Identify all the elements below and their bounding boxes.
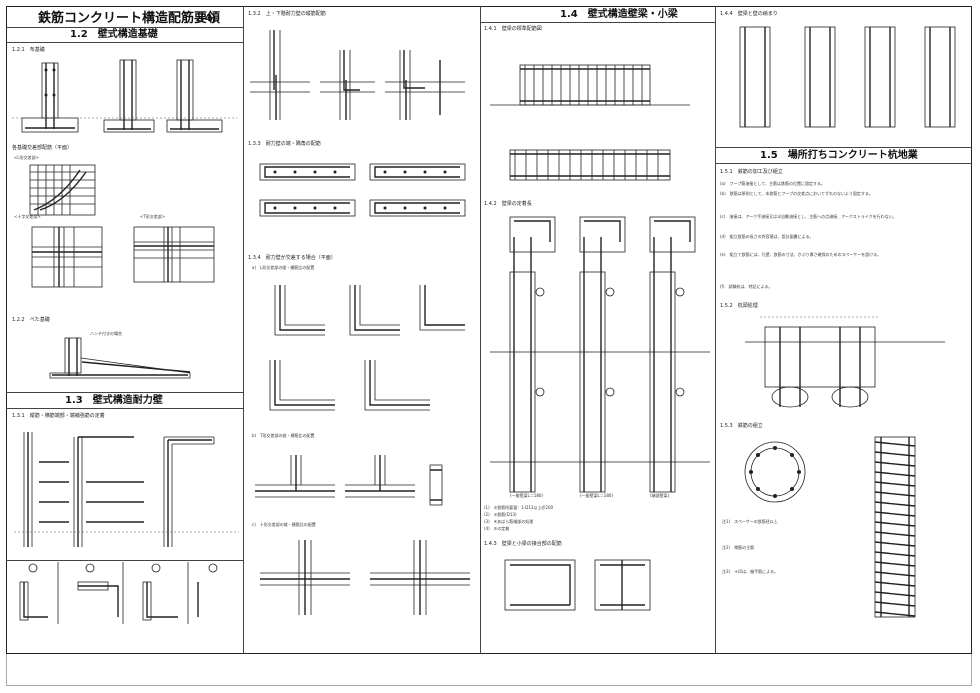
rule bbox=[6, 560, 243, 561]
l-intersection-drawings bbox=[269, 285, 465, 411]
subsection-label: 1.4.3 壁梁と小梁の接合部の配筋 bbox=[484, 541, 562, 547]
note-line: (4) ⑤の定着 bbox=[484, 526, 510, 531]
detail-caption: (一般壁梁L＝180) bbox=[510, 493, 543, 498]
column-divider bbox=[715, 6, 716, 654]
l-junction-plan bbox=[29, 164, 96, 216]
subsection-label: 1.4.1 壁梁の標準配筋図 bbox=[484, 26, 542, 32]
beam-joint-drawings bbox=[504, 559, 651, 611]
subsection-label: 1.3.1 縦筋・横筋端部・端補強筋の定着 bbox=[12, 413, 105, 419]
note-line: (3) ④あばら筋端部の処理 bbox=[484, 519, 534, 524]
spec-paragraph: (a) フープ筋溶接として、主筋は鉄筋の位置に固定する。 bbox=[720, 181, 826, 186]
spec-paragraph: (e) 組立て鉄筋には、孔壁、鉄筋の寸法、かぶり厚さ確保のためのスペーサーを設け… bbox=[720, 252, 882, 257]
rule bbox=[715, 147, 972, 148]
subsection-label: 1.3.4 耐力壁が交差する場合（平面） bbox=[248, 255, 336, 261]
subsection-label: 1.2.2 べた基礎 bbox=[12, 317, 50, 323]
rule bbox=[6, 27, 243, 28]
subsection-label: 1.4.4 壁梁と壁の納まり bbox=[720, 11, 778, 17]
end-detail-strip bbox=[19, 562, 218, 624]
t-junction-label: <T形交差部> bbox=[140, 214, 166, 219]
subsection-label: 1.5.2 杭頭処理 bbox=[720, 303, 758, 309]
section-heading: 1.2 壁式構造基礎 bbox=[70, 29, 158, 40]
haunch-label: ハンチ付きの場合 bbox=[90, 331, 122, 336]
column-divider bbox=[480, 6, 481, 654]
rule bbox=[6, 392, 243, 393]
sheet-title: 鉄筋コンクリート構造配筋要領 bbox=[38, 11, 221, 26]
strip-footing-drawings bbox=[12, 59, 237, 133]
subsection-label: 1.2.1 布基礎 bbox=[12, 47, 45, 53]
item-label: c) 十形交差部の縦・横筋比の配置 bbox=[252, 522, 316, 527]
wall-end-corner-drawings bbox=[259, 163, 466, 217]
upper-lower-wall-drawings bbox=[250, 30, 465, 120]
title-block-strip bbox=[6, 654, 972, 686]
footnote: 注2) 帯筋の主筋 bbox=[722, 545, 755, 550]
item-label: b) T形交差部の縦・横筋比の配置 bbox=[252, 433, 315, 438]
pile-head-drawing bbox=[745, 316, 945, 408]
item-label: a) L形交差部の縦・横筋比の配置 bbox=[252, 265, 315, 270]
spec-paragraph: (f) 試験杭は、特記による。 bbox=[720, 284, 773, 289]
wall-beam-elevations bbox=[490, 64, 690, 181]
l-junction-label: <L形交差部> bbox=[14, 155, 39, 160]
footnote: 注3) ＊印は、継手筋による。 bbox=[722, 569, 778, 574]
drawing-sheet bbox=[6, 6, 972, 654]
spec-paragraph: (b) 鉄筋は原則として、本鉄筋とフープの交差点においてずれのないよう固定する。 bbox=[720, 191, 873, 196]
subsection-label: 1.5.3 鉄筋の組立 bbox=[720, 423, 763, 429]
t-intersection-drawings bbox=[255, 455, 443, 506]
footnote: 注1) スペーサーの鉄筋径以上 bbox=[722, 519, 778, 524]
column-divider bbox=[243, 6, 244, 654]
mat-foundation-section bbox=[49, 337, 191, 379]
rule bbox=[480, 22, 715, 23]
spec-paragraph: (d) 組立鉄筋の長さの許容値は、設計図書による。 bbox=[720, 234, 814, 239]
detail-caption: (端部壁梁) bbox=[650, 493, 670, 498]
section-heading: 1.3 壁式構造耐力壁 bbox=[65, 395, 163, 406]
note-line: (1) ③鉄筋所要量：1-D13以上＠200 bbox=[484, 505, 554, 510]
rule bbox=[6, 408, 243, 409]
beam-wall-junction-drawings bbox=[739, 26, 956, 128]
spec-paragraph: (c) 溶接は、アーク手溶接又は半自動溶接とし、主筋への点溶接、アークストライク… bbox=[720, 214, 897, 219]
wall-beam-anchorage-drawings bbox=[490, 216, 710, 493]
section-heading: 1.4 壁式構造壁梁・小梁 bbox=[560, 9, 678, 20]
rebar-cage-drawing bbox=[744, 436, 916, 618]
subsection-label: 1.5.1 鉄筋の加工及び組立 bbox=[720, 169, 783, 175]
rule bbox=[6, 42, 243, 43]
section-heading: 1.5 場所打ちコンクリート杭地業 bbox=[760, 150, 918, 161]
subsection-label: 1.3.2 上・下階耐力壁の縦筋配筋 bbox=[248, 11, 326, 17]
cross-junction-label: <十字交差部> bbox=[14, 214, 41, 219]
subsection-label: 1.3.3 耐力壁の端・隅角の配筋 bbox=[248, 141, 321, 147]
wall-anchorage-drawings bbox=[14, 432, 239, 547]
note-line: (2) ③鉄筋(D13) bbox=[484, 512, 517, 517]
junction-plans bbox=[31, 226, 215, 288]
note-label: 各基礎交差部配筋（平面） bbox=[12, 145, 73, 151]
cross-intersection-drawings bbox=[260, 540, 470, 615]
subsection-label: 1.4.2 壁梁の定着長 bbox=[484, 201, 532, 207]
detail-caption: (一般壁梁L＝180) bbox=[580, 493, 613, 498]
page-number: (4) bbox=[200, 13, 217, 24]
rule bbox=[715, 163, 972, 164]
